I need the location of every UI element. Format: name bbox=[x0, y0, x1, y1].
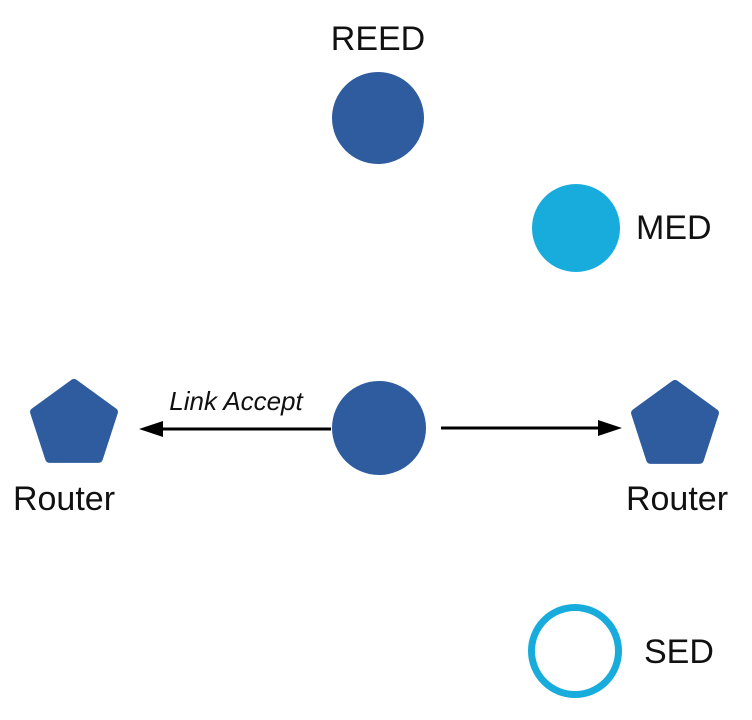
sed-node-label: SED bbox=[644, 633, 714, 671]
router-left-pentagon bbox=[30, 379, 118, 463]
link-accept-edge-label: Link Accept bbox=[169, 386, 303, 416]
reed-node-circle bbox=[332, 72, 424, 164]
router-right-label: Router bbox=[625, 480, 729, 518]
left-arrow bbox=[139, 421, 331, 437]
center-node-circle bbox=[332, 381, 426, 475]
left-arrowhead-icon bbox=[139, 421, 163, 437]
med-node-label: MED bbox=[636, 209, 712, 247]
reed-node-label: REED bbox=[330, 20, 426, 58]
sed-node-circle bbox=[528, 604, 622, 698]
router-left-label: Router bbox=[12, 480, 116, 518]
med-node-circle bbox=[532, 184, 620, 272]
router-right-pentagon bbox=[631, 380, 719, 464]
right-arrowhead-icon bbox=[598, 420, 622, 436]
right-arrow bbox=[441, 420, 622, 436]
